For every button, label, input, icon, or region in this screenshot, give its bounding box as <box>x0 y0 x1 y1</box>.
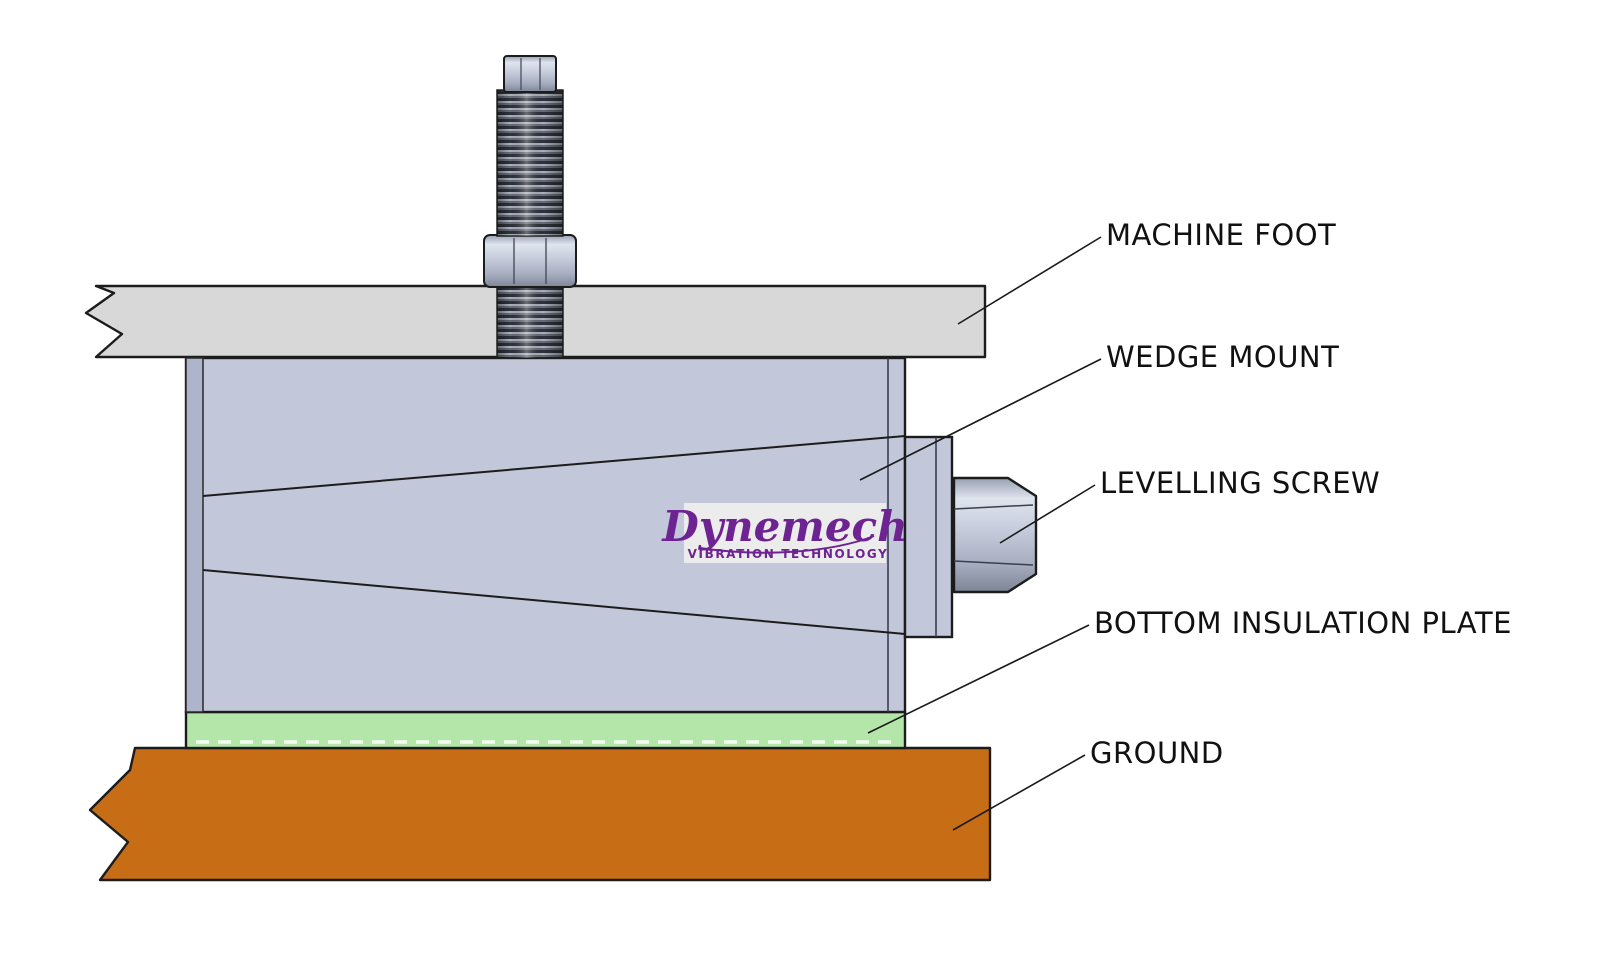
levelling-screw-facet-bottom <box>953 560 1034 566</box>
leader-wedge-mount <box>859 358 1102 481</box>
label-ground: GROUND <box>1090 736 1224 770</box>
ground-shape <box>88 746 992 882</box>
logo-underline <box>699 535 875 554</box>
leader-ground <box>952 754 1086 831</box>
anchor-bolt-head <box>503 55 557 93</box>
label-wedge-mount: WEDGE MOUNT <box>1106 340 1339 374</box>
anchor-bolt-nut <box>483 234 577 288</box>
logo-name: Dynemech <box>661 502 907 551</box>
wedge-lower-diagonal <box>202 569 906 635</box>
leader-bottom-insulation-plate <box>867 624 1090 734</box>
dynemech-logo: Dynemech VIBRATION TECHNOLOGY <box>661 502 908 563</box>
levelling-screw-facet-top <box>953 504 1034 510</box>
anchor-bolt-thread-upper <box>496 89 564 237</box>
levelling-screw-head <box>952 476 1038 594</box>
logo-tagline: VIBRATION TECHNOLOGY <box>688 547 889 561</box>
wedge-left-plate <box>185 357 204 713</box>
leader-machine-foot <box>957 236 1102 325</box>
bottom-insulation-plate-shape <box>184 710 907 750</box>
anchor-bolt-thread-lower <box>496 286 564 359</box>
leader-levelling-screw <box>999 484 1096 544</box>
levelling-screw-boss <box>903 435 954 639</box>
label-bottom-insulation-plate: BOTTOM INSULATION PLATE <box>1094 606 1512 640</box>
wedge-upper-diagonal <box>202 435 906 497</box>
label-machine-foot: MACHINE FOOT <box>1106 218 1336 252</box>
label-levelling-screw: LEVELLING SCREW <box>1100 466 1380 500</box>
